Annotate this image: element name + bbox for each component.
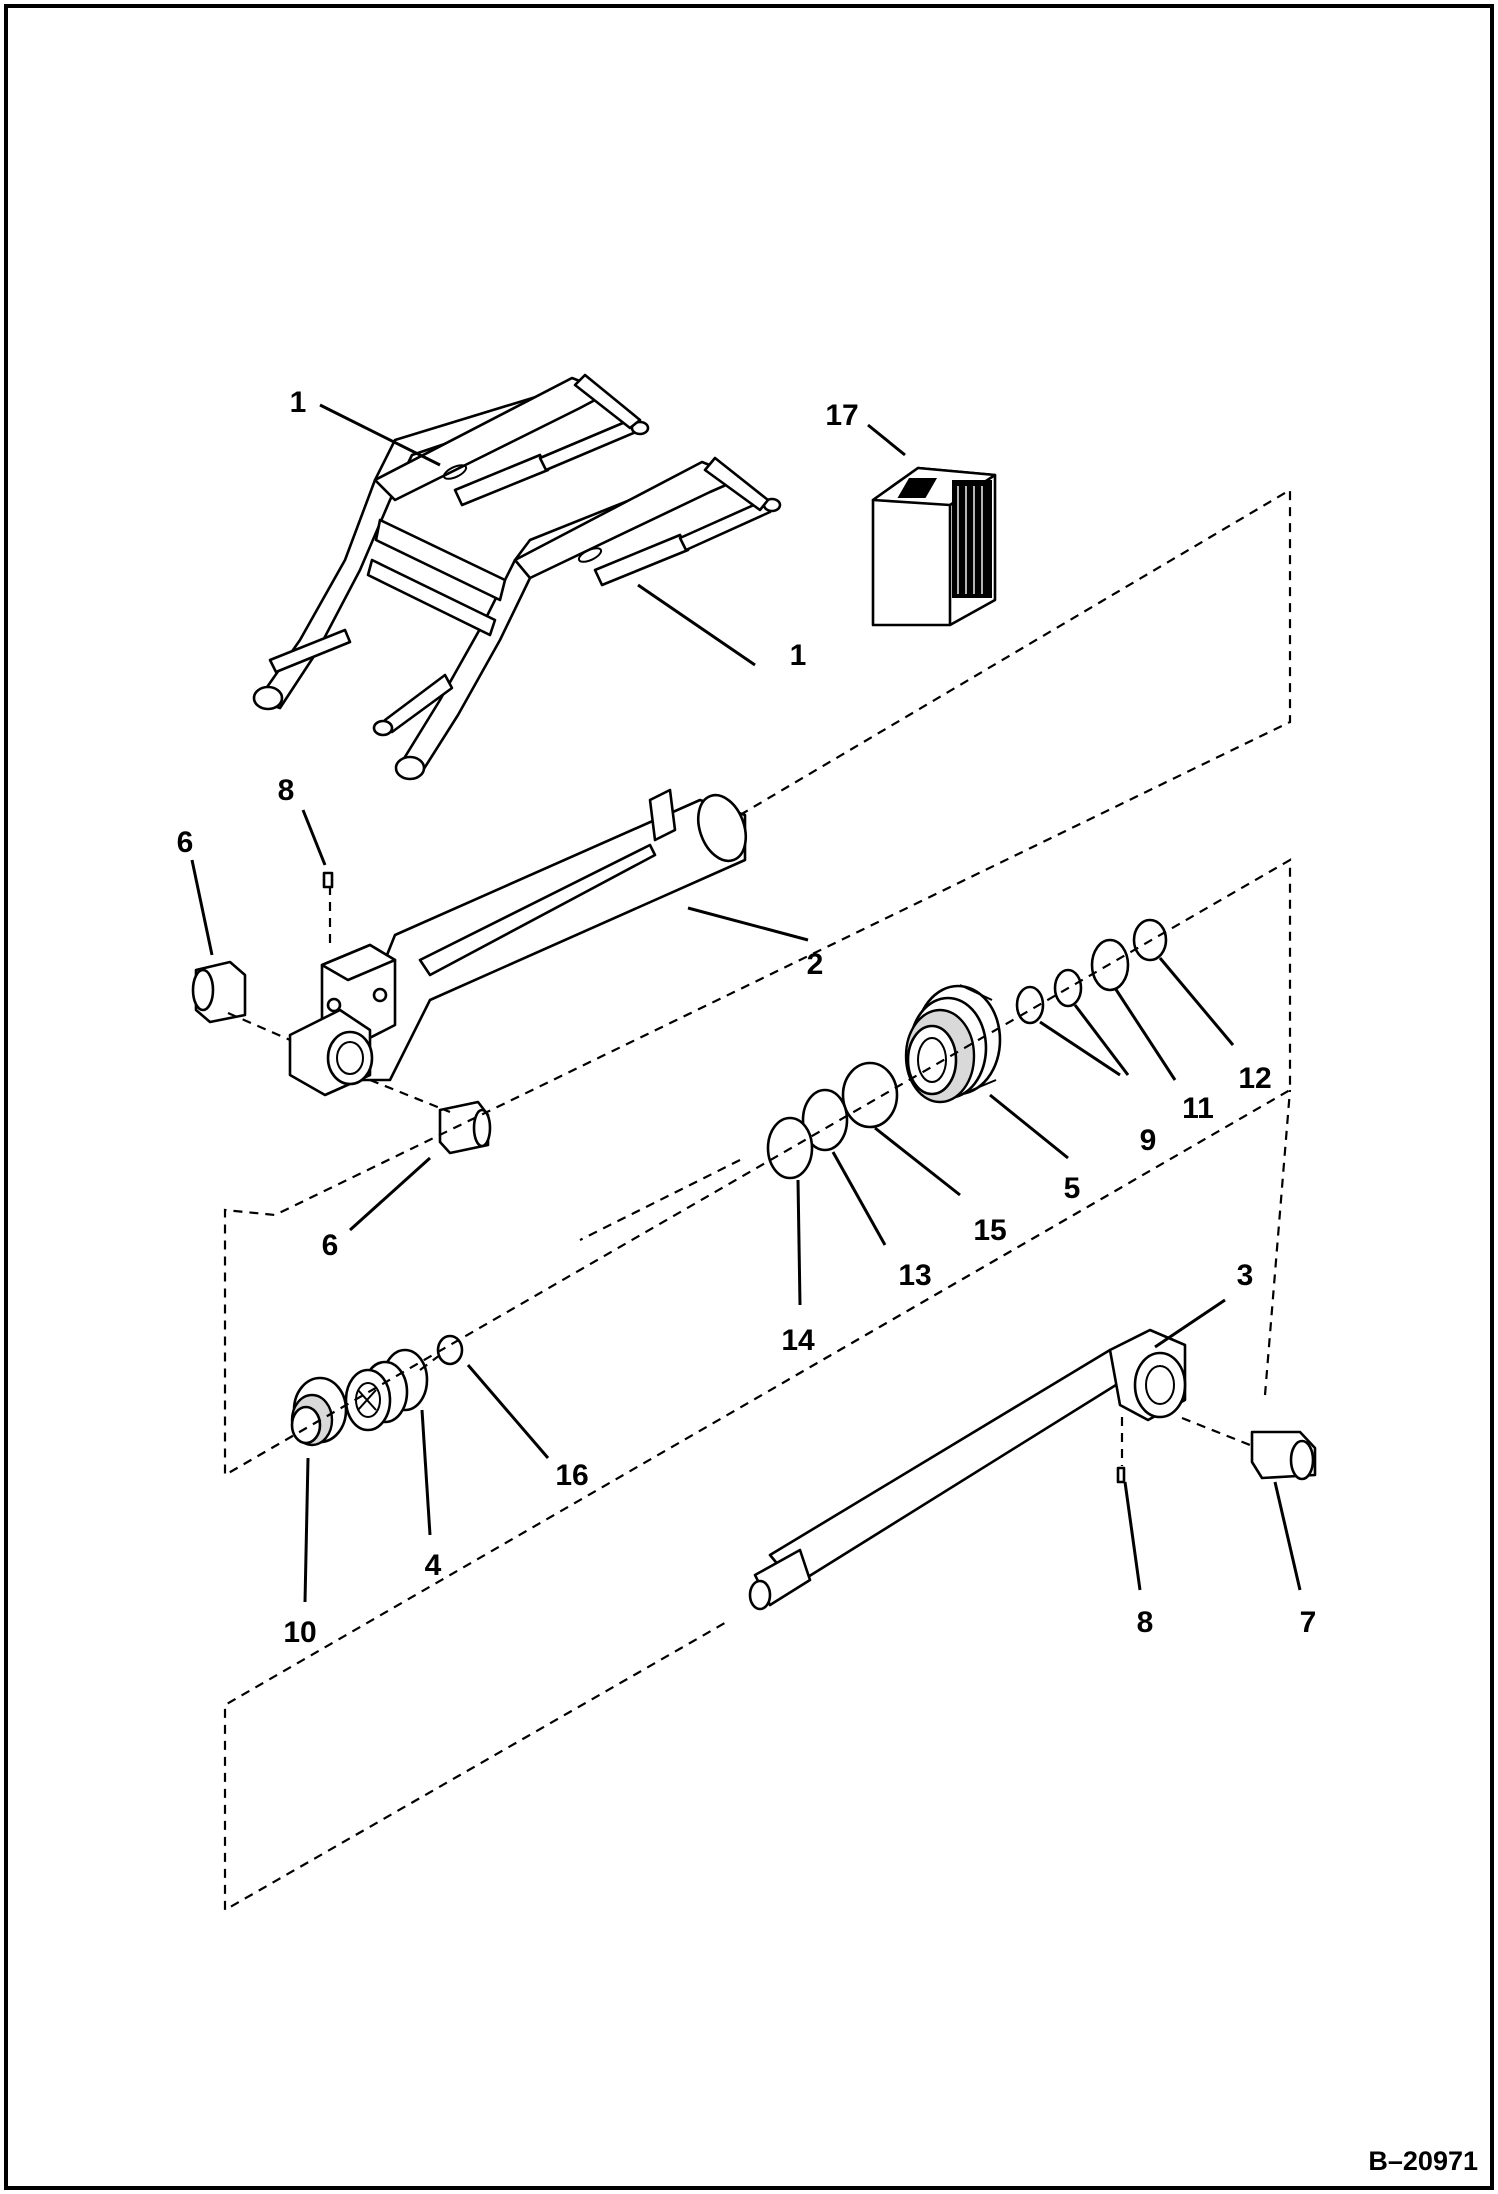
callout-10: 10 <box>283 1616 316 1649</box>
callout-5: 5 <box>1064 1172 1081 1205</box>
callout-11: 11 <box>1182 1092 1214 1125</box>
leader-lines <box>190 403 1302 1603</box>
callout-6-lower: 6 <box>322 1229 339 1262</box>
piston-rod-3 <box>748 1328 1187 1611</box>
rings-9 <box>1015 968 1083 1025</box>
callout-9: 9 <box>1140 1124 1157 1157</box>
callout-3: 3 <box>1237 1259 1254 1292</box>
callout-1-lower: 1 <box>790 639 807 672</box>
callout-13: 13 <box>898 1259 931 1292</box>
piston-5 <box>904 984 1002 1104</box>
ring-15 <box>841 1061 899 1129</box>
seal-10 <box>290 1376 348 1447</box>
loader-arm-assembly <box>252 373 782 781</box>
callout-6-upper: 6 <box>177 826 194 859</box>
bushing-6-right <box>438 1100 492 1155</box>
callout-17: 17 <box>825 399 858 432</box>
assembly-dashed-lines <box>223 488 1292 1912</box>
page-border <box>4 4 1494 2190</box>
cylinder-barrel <box>288 788 748 1097</box>
callout-4: 4 <box>425 1549 442 1582</box>
bushing-7 <box>1250 1430 1317 1481</box>
callout-7: 7 <box>1300 1606 1317 1639</box>
callout-16: 16 <box>555 1459 588 1492</box>
callout-2: 2 <box>807 948 824 981</box>
callout-15: 15 <box>973 1214 1006 1247</box>
document-id: B–20971 <box>1368 2146 1478 2176</box>
callout-14: 14 <box>781 1324 815 1357</box>
seal-kit-box <box>871 466 997 627</box>
callout-12: 12 <box>1238 1062 1271 1095</box>
callout-8-upper: 8 <box>278 774 295 807</box>
callout-labels: 1 1 17 2 8 6 6 5 9 11 12 15 13 14 3 7 8 … <box>177 386 1317 1649</box>
bushing-6-left <box>191 960 247 1024</box>
ring-16 <box>436 1334 464 1366</box>
callout-8-lower: 8 <box>1137 1606 1154 1639</box>
callout-1-upper: 1 <box>290 386 307 419</box>
gland-4 <box>344 1348 429 1432</box>
